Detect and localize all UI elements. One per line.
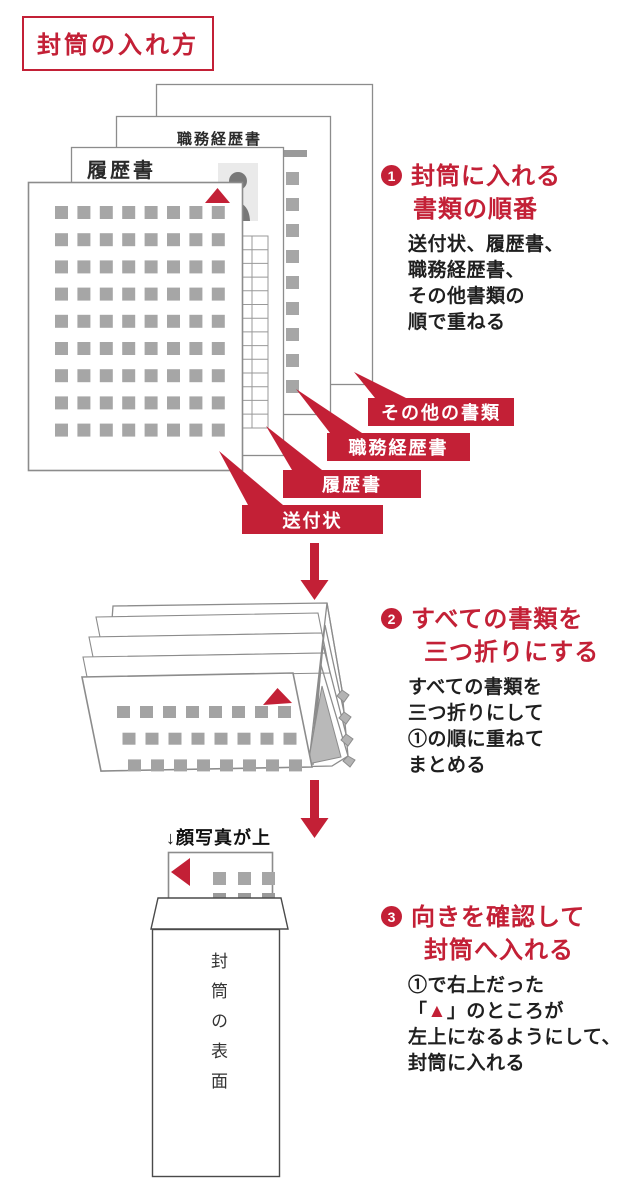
- envelope-diagram: [150, 851, 289, 1178]
- callout-label-shokumu: 職務経歴書: [327, 433, 470, 461]
- triangle-reference-line: 「▲」のところが: [408, 1001, 564, 1022]
- step-1-body: 送付状、履歴書、 職務経歴書、 その他書類の 順で重ねる: [408, 234, 565, 333]
- paper-title-shokumu: 職務経歴書: [177, 130, 263, 148]
- step-1-heading: 封筒に入れる 書類の順番: [411, 163, 561, 223]
- photo-side-up-caption: ↓顔写真が上: [166, 828, 271, 848]
- inserted-document: [167, 851, 275, 900]
- step-2-body: すべての書類を 三つ折りにして ①の順に重ねて まとめる: [408, 677, 545, 776]
- square-list-column: [286, 172, 299, 393]
- callout-tails: [219, 372, 406, 505]
- step-1: 1 封筒に入れる 書類の順番 送付状、履歴書、 職務経歴書、 その他書類の 順で…: [378, 160, 620, 336]
- step-2: 2 すべての書類を 三つ折りにする すべての書類を 三つ折りにして ①の順に重ね…: [378, 603, 620, 779]
- down-arrow-icon: [300, 780, 329, 838]
- fold-edges: [307, 602, 356, 768]
- callout-label-other-documents: その他の書類: [368, 398, 514, 426]
- envelope-front-label: 封筒の表面: [207, 952, 227, 1102]
- step-2-number-badge: 2: [381, 608, 402, 629]
- red-triangle-glyph-icon: ▲: [427, 1001, 447, 1022]
- front-fold-face: [81, 672, 313, 772]
- text-placeholder-grid: [55, 206, 225, 437]
- triangle-marker-icon: [263, 688, 292, 705]
- fold-shade: [307, 685, 342, 765]
- text-placeholder-grid: [117, 706, 302, 772]
- paper-cover-letter: [27, 181, 244, 472]
- page-title: 封筒の入れ方: [22, 16, 214, 71]
- document-stack-diagram: [27, 83, 406, 505]
- left-triangle-marker-icon: [171, 858, 190, 886]
- callout-label-rirekisho: 履歴書: [283, 470, 421, 498]
- envelope-body: [151, 928, 281, 1178]
- envelope-flap: [150, 897, 289, 930]
- heading-bar: [284, 150, 307, 157]
- step-3-body: ①で右上だった 「▲」のところが 左上になるようにして、 封筒に入れる: [408, 975, 620, 1074]
- step-2-heading: すべての書類を 三つ折りにする: [411, 606, 600, 666]
- down-arrow-icon: [300, 543, 329, 600]
- step-3-heading: 向きを確認して 封筒へ入れる: [411, 904, 586, 964]
- step-3-number-badge: 3: [381, 906, 402, 927]
- triangle-marker-icon: [205, 188, 230, 203]
- callout-label-cover-letter: 送付状: [242, 505, 383, 534]
- step-1-number-badge: 1: [381, 165, 402, 186]
- paper-title-rirekisho: 履歴書: [87, 158, 156, 182]
- trifold-diagram: [81, 602, 356, 772]
- step-3: 3 向きを確認して 封筒へ入れる ①で右上だった 「▲」のところが 左上になるよ…: [378, 901, 620, 1077]
